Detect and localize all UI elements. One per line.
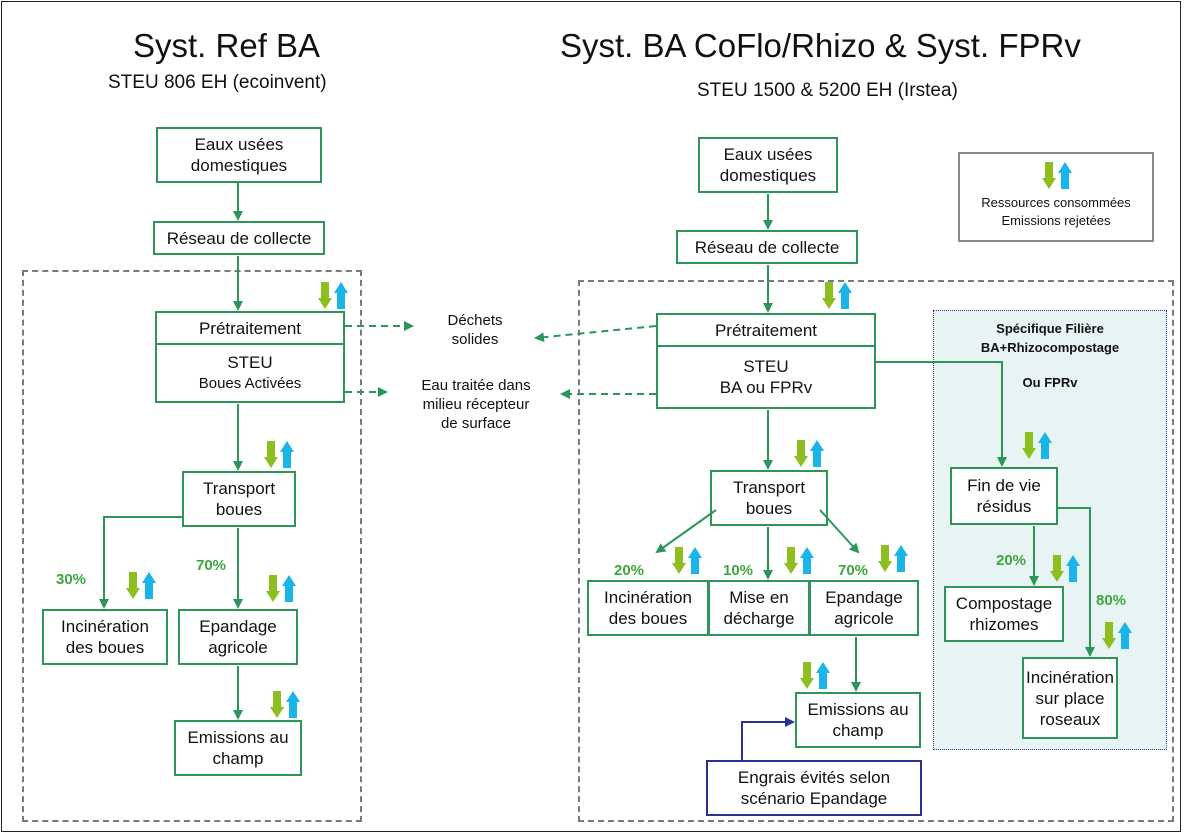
left-incineration-box: Incinération des boues — [42, 609, 168, 665]
specific-pct-incineration: 80% — [1096, 592, 1127, 609]
right-reseau-box: Réseau de collecte — [676, 230, 858, 264]
arrow-engrais-emissions — [741, 717, 795, 760]
fin-vie-residus-box: Fin de vie résidus — [950, 467, 1058, 525]
left-emissions-box: Emissions au champ — [174, 720, 302, 776]
right-steu-box: Prétraitement STEU BA ou FPRv — [656, 313, 876, 409]
left-reseau-box: Réseau de collecte — [153, 221, 325, 255]
arrow-left-transport-incineration — [99, 516, 182, 609]
left-subtitle: STEU 806 EH (ecoinvent) — [108, 72, 327, 93]
resource-emission-icon-right-decharge — [784, 547, 814, 574]
right-steu-sub-label: BA ou FPRv — [719, 378, 813, 397]
resource-emission-icon-left-epandage — [266, 575, 296, 602]
resource-emission-icon-right-steu — [822, 282, 852, 309]
right-transport-box: Transport boues — [710, 470, 828, 526]
right-title: Syst. BA CoFlo/Rhizo & Syst. FPRv — [560, 27, 1081, 64]
left-title: Syst. Ref BA — [133, 27, 321, 64]
left-pct-epandage: 70% — [196, 557, 227, 574]
right-emissions-box: Emissions au champ — [795, 692, 921, 748]
right-pct-decharge: 10% — [723, 562, 754, 579]
specific-or: Ou FPRv — [1022, 375, 1078, 390]
resource-emission-icon-fin-vie — [1022, 432, 1052, 459]
left-steu-label: STEU — [227, 353, 273, 372]
dechets-solides-label: Déchets solides — [447, 312, 503, 348]
arrow-steu-finvie — [876, 361, 1007, 467]
right-pct-epandage: 70% — [838, 562, 869, 579]
left-system-boundary — [22, 270, 362, 822]
right-decharge-box: Mise en décharge — [708, 580, 810, 636]
right-incineration-box: Incinération des boues — [587, 580, 709, 636]
arrow-right-transport-epandage — [819, 509, 860, 554]
right-subtitle: STEU 1500 & 5200 EH (Irstea) — [697, 80, 958, 101]
resource-emission-icon-right-epandage — [878, 545, 908, 572]
resource-emission-icon-right-incineration — [672, 547, 702, 574]
arrow-right-transport-incineration — [655, 509, 717, 554]
resource-emission-icon-left-transport — [264, 441, 294, 468]
resource-emission-icon-left-emissions — [270, 691, 300, 718]
engrais-evites-box: Engrais évités selon scénario Epandage — [706, 760, 922, 816]
left-epandage-box: Epandage agricole — [178, 609, 298, 665]
left-steu-box: Prétraitement STEU Boues Activées — [155, 311, 345, 403]
arrow-right-to-dechets — [534, 325, 657, 343]
right-pct-incineration: 20% — [614, 562, 645, 579]
right-pretraitement-label: Prétraitement — [658, 315, 874, 347]
specific-title: Spécifique Filière BA+Rhizocompostage — [980, 321, 1120, 355]
right-eaux-usees-box: Eaux usées domestiques — [698, 137, 838, 193]
left-pct-incineration: 30% — [56, 571, 87, 588]
arrow-finvie-incineration — [1058, 507, 1095, 657]
legend-text: Ressources consommées Emissions rejetées — [981, 195, 1131, 228]
resource-emission-icon-right-transport — [794, 440, 824, 467]
eau-traitee-label: Eau traitée dans milieu récepteur de sur… — [421, 377, 531, 432]
left-transport-box: Transport boues — [182, 471, 296, 527]
left-pretraitement-label: Prétraitement — [157, 313, 343, 345]
resource-emission-icon-incineration-roseaux — [1102, 622, 1132, 649]
resource-emission-icon-left-incineration — [126, 572, 156, 599]
left-eaux-usees-box: Eaux usées domestiques — [156, 127, 322, 183]
resource-emission-icon-right-emissions — [800, 662, 830, 689]
incineration-roseaux-box: Incinération sur place roseaux — [1022, 657, 1118, 739]
compostage-rhizomes-box: Compostage rhizomes — [944, 586, 1064, 642]
resource-emission-icon-left-steu — [318, 282, 348, 309]
specific-pct-compostage: 20% — [996, 552, 1027, 569]
right-steu-label: STEU — [743, 357, 789, 376]
right-epandage-box: Epandage agricole — [809, 580, 919, 636]
left-steu-sub-label: Boues Activées — [198, 375, 302, 392]
right-system-boundary — [578, 280, 1174, 822]
legend-resources-emissions-icon — [1042, 162, 1072, 189]
resource-emission-icon-compostage — [1050, 555, 1080, 582]
legend-box: Ressources consommées Emissions rejetées — [958, 152, 1154, 242]
